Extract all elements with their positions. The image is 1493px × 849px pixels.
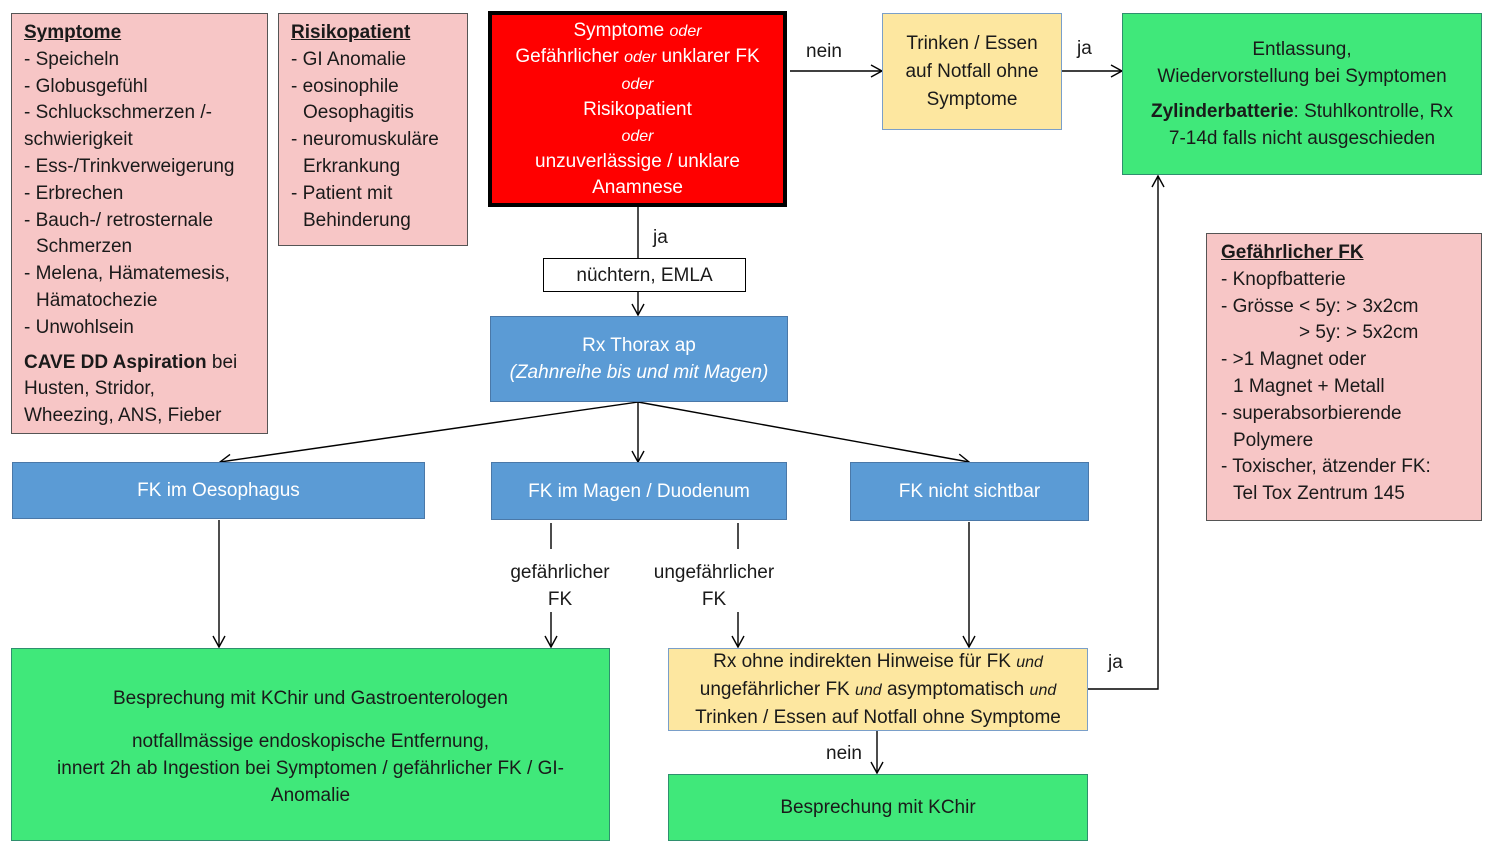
- rx-thorax-line-1: Rx Thorax ap: [582, 335, 696, 356]
- fk-oesophagus-box: FK im Oesophagus: [12, 462, 425, 519]
- besprechung-gastro-box: Besprechung mit KChir und Gastroenterolo…: [11, 648, 610, 841]
- cave-bold: CAVE DD Aspiration: [24, 351, 207, 373]
- besprechung-gastro-line-1: Besprechung mit KChir und Gastroenterolo…: [112, 688, 508, 709]
- gefaehrlich-item: - Knopfbatterie: [1221, 268, 1346, 290]
- risiko-item: - eosinophile: [291, 75, 399, 97]
- cave-rest: bei: [206, 351, 238, 373]
- fk-magen-text: FK im Magen / Duodenum: [528, 480, 750, 502]
- rx-thorax-line-2: (Zahnreihe bis und mit Magen): [509, 362, 769, 383]
- label-ja-top: ja: [1077, 38, 1092, 59]
- gefaehrlich-item: Tel Tox Zentrum 145: [1233, 483, 1405, 505]
- gefaehrlicher-fk-box: Gefährlicher FK - Knopfbatterie - Grösse…: [1206, 233, 1482, 521]
- risiko-item: - Patient mit: [291, 182, 393, 204]
- gefaehrlich-item: - Grösse < 5y: > 3x2cm: [1221, 295, 1419, 317]
- symptome-item: - Globusgefühl: [24, 75, 148, 97]
- risiko-item: Oesophagitis: [303, 102, 414, 124]
- rx-ohne-line-1: Rx ohne indirekten Hinweise für FK und: [713, 651, 1043, 672]
- symptome-item: - Erbrechen: [24, 182, 124, 204]
- decision-line-1: Symptome oder: [573, 19, 702, 41]
- besprechung-gastro-line-2: notfallmässige endoskopische Entfernung,: [131, 731, 489, 752]
- decision-line-3: Risikopatient: [583, 99, 692, 121]
- risiko-item: - GI Anomalie: [291, 48, 407, 70]
- fk-oesophagus-text: FK im Oesophagus: [137, 480, 300, 501]
- symptome-item: - Schluckschmerzen /-: [24, 102, 212, 124]
- trinken-line-1: Trinken / Essen: [906, 32, 1038, 54]
- decision-or-4: oder: [621, 127, 654, 145]
- cave-line-2: Husten, Stridor,: [24, 378, 155, 400]
- rx-ohne-line-2: ungefährlicher FK und asymptomatisch und: [699, 679, 1057, 700]
- gefaehrlich-item: Polymere: [1233, 429, 1314, 451]
- label-ja-decision: ja: [653, 227, 668, 248]
- symptome-item: - Speicheln: [24, 48, 120, 70]
- fk-nicht-sichtbar-text: FK nicht sichtbar: [898, 481, 1041, 502]
- symptome-item: - Ess-/Trinkverweigerung: [24, 155, 235, 177]
- symptome-item: - Melena, Hämatemesis,: [24, 263, 230, 285]
- label-nein-bottom: nein: [826, 743, 862, 764]
- rx-ohne-line-3: Trinken / Essen auf Notfall ohne Symptom…: [695, 707, 1061, 728]
- entlassung-line-3: Zylinderbatterie: Stuhlkontrolle, Rx: [1150, 101, 1453, 122]
- risiko-item: Erkrankung: [303, 155, 401, 177]
- symptome-item: Schmerzen: [36, 236, 133, 258]
- risiko-item: Behinderung: [303, 209, 411, 231]
- trinken-box: Trinken / Essen auf Notfall ohne Symptom…: [882, 13, 1062, 130]
- decision-box: Symptome oder Gefährlicher oder unklarer…: [488, 11, 787, 207]
- gefaehrlicher-fk-title: Gefährlicher FK: [1221, 242, 1364, 263]
- entlassung-line-4: 7-14d falls nicht ausgeschieden: [1168, 128, 1436, 149]
- besprechung-gastro-line-3: innert 2h ab Ingestion bei Symptomen / g…: [57, 758, 564, 779]
- risiko-item: - neuromuskuläre: [291, 129, 439, 151]
- besprechung-gastro-line-4: Anomalie: [270, 785, 351, 806]
- entlassung-line-1: Entlassung,: [1252, 39, 1352, 60]
- gefaehrlich-item: > 5y: > 5x2cm: [1299, 322, 1419, 344]
- decision-or-3: oder: [621, 75, 654, 93]
- arrow-rx-ohne-to-entlassung: [1088, 174, 1165, 690]
- trinken-line-2: auf Notfall ohne: [905, 60, 1039, 82]
- nuechtern-box: nüchtern, EMLA: [543, 258, 746, 292]
- cave-line-3: Wheezing, ANS, Fieber: [24, 405, 222, 427]
- zylinderbatterie-label: Zylinderbatterie: [1150, 101, 1294, 122]
- gefaehrlich-item: 1 Magnet + Metall: [1233, 375, 1385, 397]
- decision-line-5: Anamnese: [592, 176, 683, 198]
- arrow-rx-to-nicht: [637, 401, 971, 467]
- trinken-line-3: Symptome: [926, 88, 1018, 110]
- label-nein-top: nein: [806, 41, 842, 62]
- symptome-item: Hämatochezie: [36, 289, 158, 311]
- besprechung-kchir-box: Besprechung mit KChir: [668, 774, 1088, 841]
- risikopatient-title: Risikopatient: [291, 22, 411, 43]
- gefaehrlich-item: - >1 Magnet oder: [1221, 349, 1367, 371]
- besprechung-kchir-text: Besprechung mit KChir: [780, 797, 976, 818]
- entlassung-line-2: Wiedervorstellung bei Symptomen: [1157, 66, 1447, 87]
- decision-line-2: Gefährlicher oder unklarer FK: [515, 46, 760, 68]
- decision-line-4: unzuverlässige / unklare: [535, 151, 740, 173]
- symptome-item: - Unwohlsein: [24, 316, 134, 338]
- entlassung-box: Entlassung, Wiedervorstellung bei Sympto…: [1122, 13, 1482, 175]
- gefaehrlich-item: - superabsorbierende: [1221, 402, 1402, 424]
- gefaehrlich-item: - Toxischer, ätzender FK:: [1221, 456, 1431, 478]
- fk-magen-box: FK im Magen / Duodenum: [491, 462, 787, 520]
- fk-nicht-sichtbar-box: FK nicht sichtbar: [850, 462, 1089, 521]
- rx-thorax-box: Rx Thorax ap (Zahnreihe bis und mit Mage…: [490, 316, 788, 402]
- symptome-item: - Bauch-/ retrosternale: [24, 209, 214, 231]
- cave-line: CAVE DD Aspiration bei: [24, 350, 255, 377]
- risikopatient-box: Risikopatient - GI Anomalie - eosinophil…: [278, 13, 468, 246]
- symptome-box: Symptome - Speicheln - Globusgefühl - Sc…: [11, 13, 268, 434]
- symptome-item: schwierigkeit: [24, 129, 133, 151]
- label-ja-right: ja: [1108, 652, 1123, 673]
- symptome-title: Symptome: [24, 22, 122, 43]
- rx-ohne-box: Rx ohne indirekten Hinweise für FK und u…: [668, 648, 1088, 731]
- arrow-rx-to-oesophagus: [218, 401, 639, 468]
- nuechtern-text: nüchtern, EMLA: [576, 264, 713, 286]
